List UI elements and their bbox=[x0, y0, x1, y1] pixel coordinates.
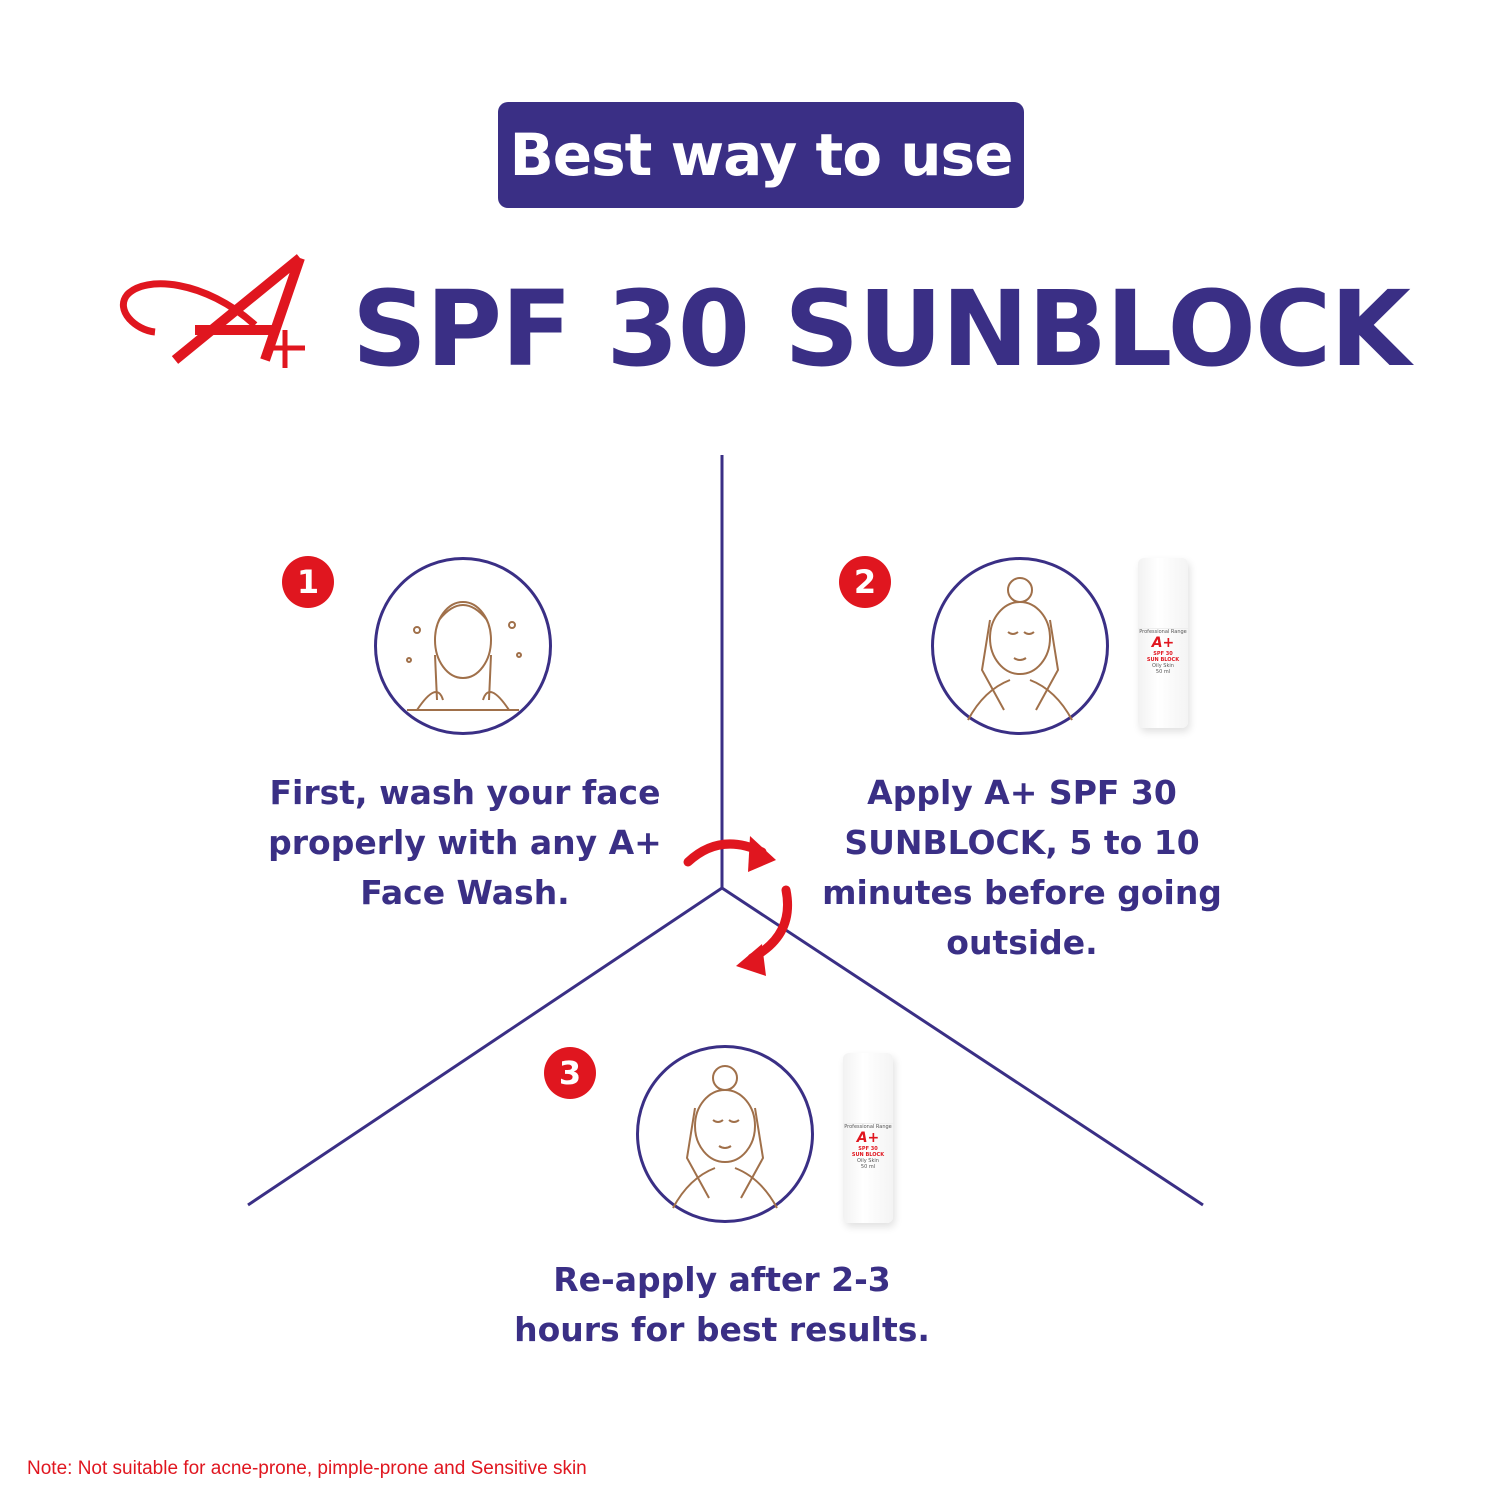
bottle-range-text: Professional Range bbox=[844, 1124, 892, 1130]
step-1-badge: 1 bbox=[282, 556, 334, 608]
step-text-line: Re-apply after 2-3 bbox=[553, 1260, 891, 1299]
face-apply-icon bbox=[636, 1045, 814, 1223]
step-text-line: SUNBLOCK, 5 to 10 bbox=[844, 823, 1200, 862]
step-text-line: Face Wash. bbox=[360, 873, 570, 912]
step-text-line: minutes before going bbox=[822, 873, 1222, 912]
sunblock-bottle-image: Professional Range A+ SPF 30 SUN BLOCK O… bbox=[1138, 558, 1188, 728]
step-2-text: Apply A+ SPF 30 SUNBLOCK, 5 to 10 minute… bbox=[792, 768, 1252, 968]
bottle-product-text: SUN BLOCK bbox=[1146, 657, 1180, 663]
step-2-badge: 2 bbox=[839, 556, 891, 608]
bottle-logo: A+ bbox=[1151, 635, 1175, 651]
bottle-skin-text: Oily Skin bbox=[857, 1158, 879, 1164]
a-plus-logo bbox=[119, 254, 305, 368]
bottle-product-text: SPF 30 bbox=[858, 1146, 878, 1152]
bottle-product-text: SUN BLOCK bbox=[851, 1152, 885, 1158]
bottle-volume-text: 50 ml bbox=[1155, 669, 1171, 675]
step-text-line: properly with any A+ bbox=[268, 823, 662, 862]
bottle-skin-text: Oily Skin bbox=[1152, 663, 1174, 669]
step-text-line: First, wash your face bbox=[269, 773, 661, 812]
bottle-product-text: SPF 30 bbox=[1153, 651, 1173, 657]
bottle-range-text: Professional Range bbox=[1139, 629, 1187, 635]
face-wash-icon bbox=[374, 557, 552, 735]
step-text-line: hours for best results. bbox=[514, 1310, 930, 1349]
step-1-text: First, wash your face properly with any … bbox=[245, 768, 685, 918]
page-title: SPF 30 SUNBLOCK bbox=[352, 268, 1411, 390]
step-text-line: Apply A+ SPF 30 bbox=[867, 773, 1177, 812]
bottle-volume-text: 50 ml bbox=[860, 1164, 876, 1170]
step-text-line: outside. bbox=[946, 923, 1098, 962]
disclaimer-note: Note: Not suitable for acne-prone, pimpl… bbox=[27, 1458, 587, 1479]
face-apply-icon bbox=[931, 557, 1109, 735]
step-3-text: Re-apply after 2-3 hours for best result… bbox=[502, 1255, 942, 1355]
step-3-badge: 3 bbox=[544, 1047, 596, 1099]
best-way-badge: Best way to use bbox=[498, 102, 1024, 208]
bottle-logo: A+ bbox=[856, 1130, 880, 1146]
sunblock-bottle-image: Professional Range A+ SPF 30 SUN BLOCK O… bbox=[843, 1053, 893, 1223]
